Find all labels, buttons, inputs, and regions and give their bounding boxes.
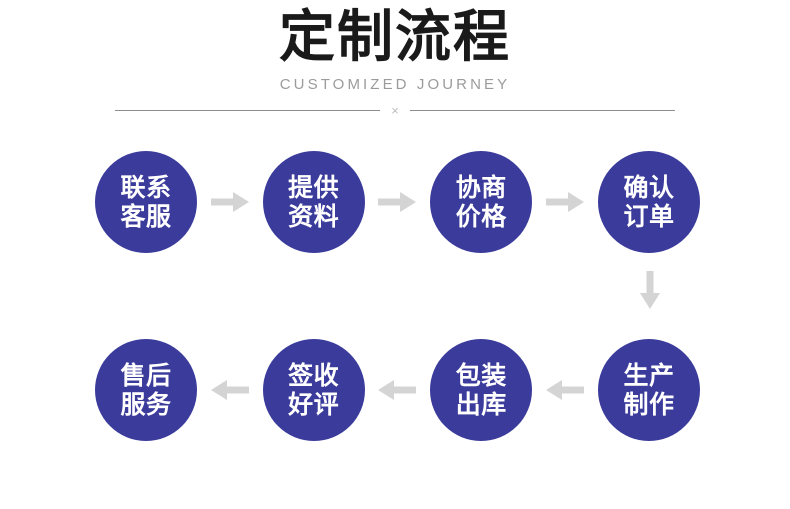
flow-row-top: 联系 客服 提供 资料 协商 价格 确认 订单 (95, 151, 700, 253)
flow-node-confirm-order[interactable]: 确认 订单 (597, 151, 700, 253)
arrow-right-icon (543, 187, 587, 217)
divider-line-left (115, 109, 380, 111)
flow-node-sign-review[interactable]: 签收 好评 (262, 339, 365, 441)
arrow-right-icon (375, 187, 419, 217)
arrow-left-icon (208, 375, 252, 405)
flow-node-line2: 好评 (288, 390, 340, 419)
flow-node-line1: 签收 (288, 361, 340, 390)
flow-node-line2: 订单 (623, 202, 675, 231)
flow-node-after-sales-service[interactable]: 售后 服务 (95, 339, 197, 441)
flow-node-line2: 价格 (455, 202, 507, 231)
header: 定制流程 CUSTOMIZED JOURNEY (0, 0, 790, 94)
flow-node-line2: 服务 (120, 390, 172, 419)
flow-node-negotiate-price[interactable]: 协商 价格 (430, 151, 533, 253)
flow-node-line2: 资料 (288, 202, 340, 231)
page-title: 定制流程 (279, 5, 511, 70)
flow-node-production[interactable]: 生产 制作 (597, 339, 700, 441)
flow-row-bottom: 售后 服务 签收 好评 包装 出库 生产 制作 (95, 339, 700, 441)
flow-node-line2: 客服 (120, 202, 172, 231)
flow-node-line1: 协商 (455, 173, 507, 202)
flow-node-line1: 联系 (120, 173, 172, 202)
flow-node-provide-materials[interactable]: 提供 资料 (262, 151, 365, 253)
flow-node-line1: 提供 (288, 173, 340, 202)
arrow-left-icon (543, 375, 587, 405)
arrow-down-icon (634, 268, 666, 312)
flow-node-line2: 出库 (455, 390, 507, 419)
flow-node-package-shipment[interactable]: 包装 出库 (430, 339, 533, 441)
page-subtitle: CUSTOMIZED JOURNEY (279, 76, 511, 93)
flow-node-line1: 确认 (623, 173, 675, 202)
flow-node-line1: 售后 (120, 361, 172, 390)
flow-node-line1: 生产 (623, 361, 675, 390)
flow-node-line2: 制作 (623, 390, 675, 419)
flow-node-contact-service[interactable]: 联系 客服 (95, 151, 197, 253)
divider: × (115, 100, 675, 120)
arrow-left-icon (375, 375, 419, 405)
arrow-right-icon (208, 187, 252, 217)
divider-line-right (410, 109, 675, 111)
divider-cross-icon: × (391, 102, 399, 118)
flow-node-line1: 包装 (455, 361, 507, 390)
